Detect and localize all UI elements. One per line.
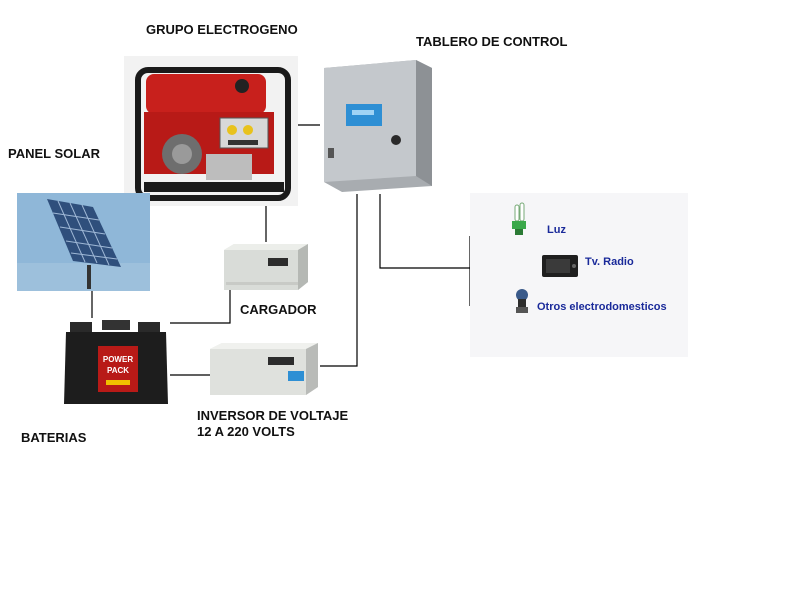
wire-charger-to-battery: [150, 290, 231, 324]
generator-image: [124, 56, 298, 206]
charger-display: [268, 258, 288, 266]
label-generator: GRUPO ELECTROGENO: [146, 22, 298, 37]
tv-icon: [542, 255, 578, 277]
load-label-tv-radio: Tv. Radio: [585, 256, 634, 268]
label-charger: CARGADOR: [240, 302, 317, 317]
label-solar-panel: PANEL SOLAR: [8, 146, 100, 161]
light-bulb-icon: [512, 202, 526, 235]
label-batteries: BATERIAS: [21, 430, 87, 445]
label-inverter-line2: 12 A 220 VOLTS: [197, 424, 295, 439]
inverter-image: [208, 341, 320, 398]
battery-image: POWER PACK: [62, 318, 170, 408]
wire-panel-to-loads: [379, 186, 470, 269]
control-panel-image: [320, 58, 435, 194]
battery-brand-line2: PACK: [107, 366, 129, 375]
appliance-icon: [516, 289, 528, 313]
loads-box: [470, 193, 688, 357]
panel-lock: [391, 135, 401, 145]
inverter-badge: [288, 371, 304, 381]
solar-panel-image: [17, 193, 150, 291]
label-control-panel: TABLERO DE CONTROL: [416, 34, 568, 49]
load-label-other-appliances: Otros electrodomesticos: [537, 301, 667, 313]
battery-brand-line1: POWER: [103, 355, 133, 364]
inverter-display: [268, 357, 294, 365]
load-label-light: Luz: [547, 224, 566, 236]
charger-image: [220, 242, 310, 292]
fuel-tank: [146, 74, 266, 114]
wire-inverter-to-panel: [320, 172, 358, 367]
label-inverter-line1: INVERSOR DE VOLTAJE: [197, 408, 349, 423]
